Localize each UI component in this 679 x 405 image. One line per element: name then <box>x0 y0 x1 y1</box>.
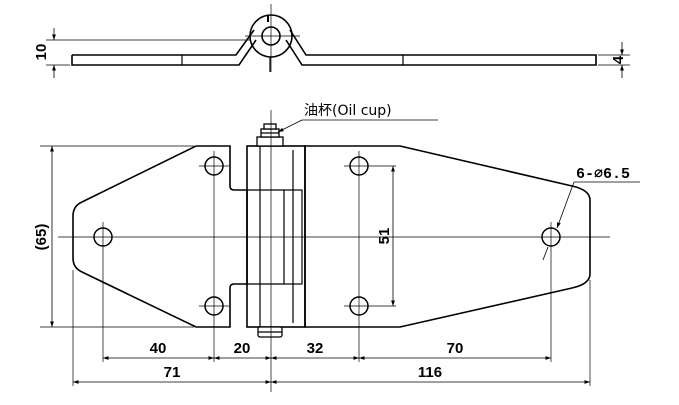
front-view-centerlines <box>58 110 610 392</box>
pin-end <box>257 326 283 338</box>
holes-label: 6-∅6.5 <box>576 166 630 183</box>
left-leaf <box>72 145 248 328</box>
dim-40-label: 40 <box>150 340 167 357</box>
dim-10-label: 10 <box>33 44 50 61</box>
dim-71-label: 71 <box>164 364 181 381</box>
oil-cup-label: 油杯(Oil cup) <box>304 103 392 119</box>
dim-4-label: 4 <box>610 55 627 64</box>
front-view <box>72 145 591 328</box>
side-view-left-leaf <box>71 29 257 66</box>
knuckle <box>246 145 306 328</box>
right-leaf <box>304 145 591 328</box>
dim-116-label: 116 <box>418 364 442 381</box>
dim-65 <box>40 145 194 328</box>
dim-70-label: 70 <box>447 340 464 357</box>
dim-10 <box>46 28 250 78</box>
dim-65-label: (65) <box>33 224 50 251</box>
holes-leader <box>542 181 640 261</box>
dim-4 <box>598 42 630 78</box>
side-view-right-leaf <box>285 29 597 66</box>
oil-cup <box>256 123 284 147</box>
mounting-holes <box>93 156 561 316</box>
oil-cup-leader <box>277 119 438 133</box>
dim-20-label: 20 <box>234 340 251 357</box>
dim-32-label: 32 <box>307 340 324 357</box>
dim-51-label: 51 <box>376 228 393 245</box>
side-view-centerlines <box>245 4 300 72</box>
side-view <box>71 14 597 72</box>
